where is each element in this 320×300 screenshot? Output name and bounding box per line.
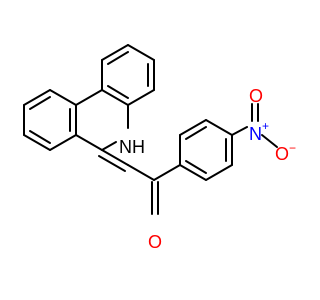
bond (49, 89, 77, 106)
bond (75, 134, 103, 151)
bond (127, 44, 155, 61)
bond-inner (29, 130, 51, 144)
bond (205, 119, 233, 136)
bond-inner (29, 96, 51, 110)
bond (127, 164, 155, 181)
bond (23, 134, 51, 151)
bond (179, 119, 207, 136)
carbonyl-o-atom-label: O (148, 232, 162, 252)
molecule-diagram: NH N + O − O O (23, 44, 296, 252)
nitro-n-charge: + (262, 119, 269, 133)
bond-inner (107, 51, 129, 65)
nitro-o-top-atom-label: O (249, 86, 263, 106)
bonds (23, 44, 278, 215)
bond (101, 44, 129, 61)
nitro-n-atom-label: N (249, 124, 262, 144)
bond (153, 164, 181, 181)
bond (261, 134, 278, 148)
bond (49, 134, 77, 151)
atom-labels: NH N + O − O O (119, 86, 296, 252)
bond (127, 89, 155, 106)
bond (101, 149, 129, 166)
bond (98, 155, 126, 172)
bond (231, 126, 248, 136)
bond (179, 164, 207, 181)
bond-inner (185, 126, 207, 140)
bond (23, 89, 51, 106)
bond-inner (107, 85, 129, 99)
bond (75, 89, 103, 106)
bond (101, 89, 129, 106)
nitro-o-right-charge: − (289, 141, 296, 155)
bond (101, 141, 117, 151)
nh-atom-label: NH (119, 137, 145, 157)
bond-inner (185, 160, 207, 174)
nitro-o-right-atom-label: O (275, 144, 289, 164)
bond (205, 164, 233, 181)
